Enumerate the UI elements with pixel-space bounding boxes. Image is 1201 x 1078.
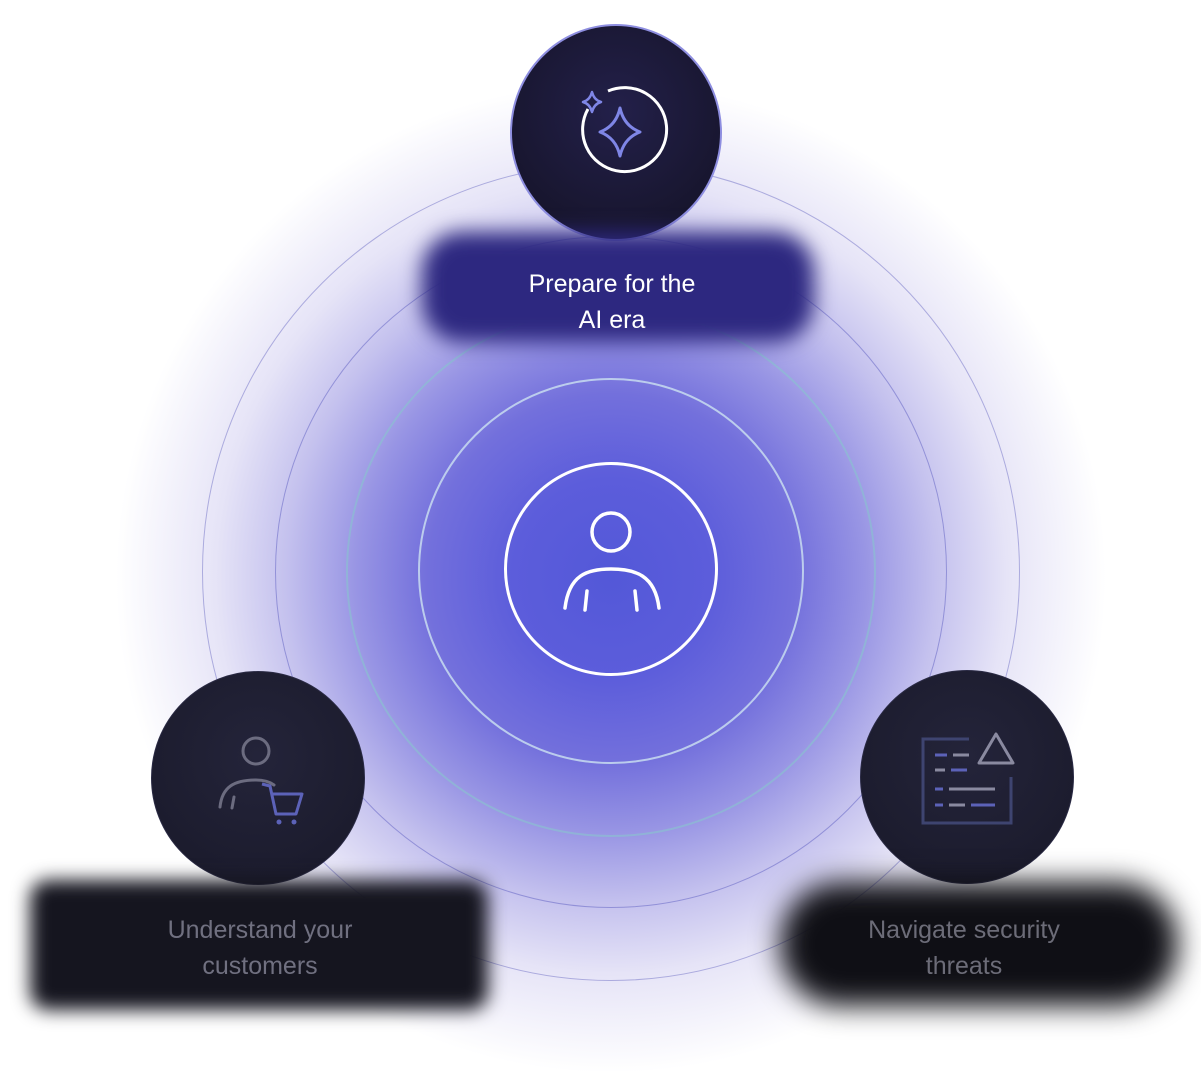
label-ai-era: Prepare for the AI era	[432, 266, 792, 338]
label-ai-era-background	[422, 232, 814, 342]
label-ai-era-line2: AI era	[578, 306, 646, 334]
label-customers-line1: Understand your	[167, 916, 353, 944]
orbit-ring-inner	[418, 378, 804, 764]
person-icon	[563, 511, 661, 612]
label-security-line1: Navigate security	[868, 916, 1060, 944]
label-customers-background	[30, 880, 488, 1010]
node-ai-era[interactable]	[510, 24, 722, 241]
shopper-cart-icon	[218, 736, 304, 825]
label-customers: Understand your customers	[60, 912, 460, 984]
node-customers[interactable]	[151, 671, 365, 885]
label-security-background	[780, 882, 1178, 1006]
node-security[interactable]	[860, 670, 1074, 884]
label-security: Navigate security threats	[780, 912, 1148, 984]
label-customers-line2: customers	[202, 952, 318, 980]
center-person-node	[504, 462, 718, 676]
label-security-line2: threats	[925, 952, 1003, 980]
security-document-icon	[921, 732, 1015, 825]
sparkle-icon	[581, 86, 669, 174]
label-ai-era-line1: Prepare for the	[528, 270, 696, 298]
